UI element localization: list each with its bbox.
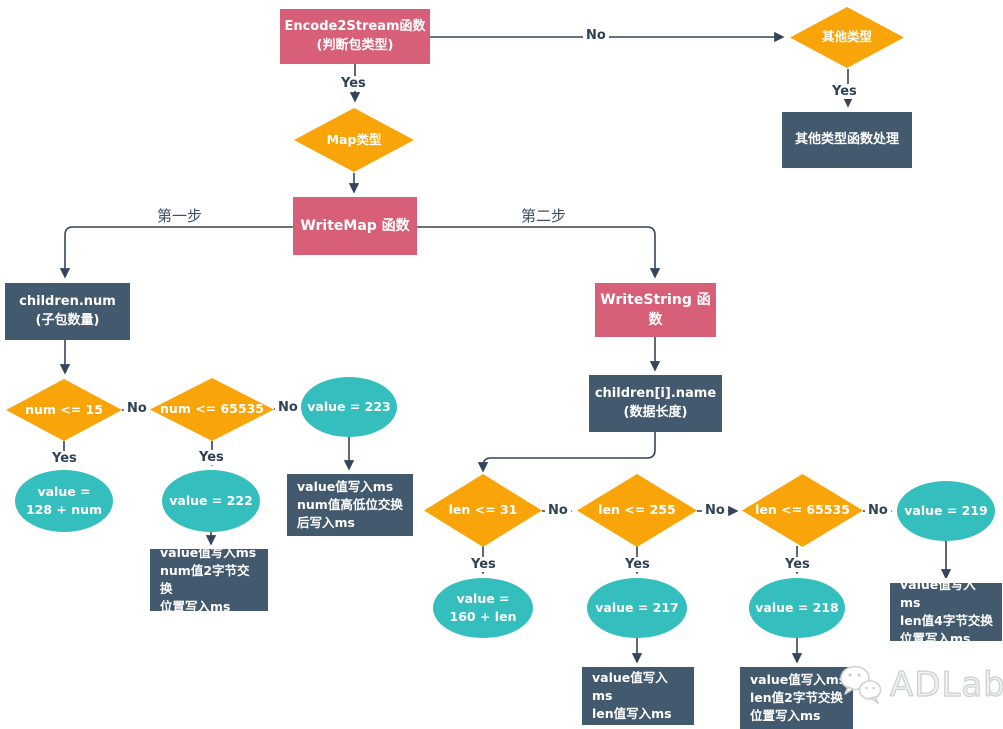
node-writestring-function: WriteString 函数 [595, 283, 716, 337]
node-value-128-plus-num: value = 128 + num [15, 470, 113, 532]
label-no-numle15: No [124, 401, 150, 416]
node-write-len-2byte-swap: value值写入ms len值2字节交换 位置写入ms [740, 667, 853, 729]
node-value-218: value = 218 [749, 578, 845, 638]
edge-writemap-step1-childrennum [59, 226, 293, 279]
node-children-num: children.num (子包数量) [5, 283, 130, 340]
node-children-i-name: children[i].name (数据长度) [589, 375, 722, 432]
node-value-160-plus-len: value = 160 + len [433, 578, 533, 638]
label-no-encode-othertype: No [583, 28, 609, 43]
label-yes-lenle31: Yes [468, 557, 499, 572]
label-no-lenle255: No [702, 503, 728, 518]
node-other-type-handler: 其他类型函数处理 [782, 112, 912, 168]
label-yes-numle65535: Yes [196, 450, 227, 465]
label-yes-othertype: Yes [829, 84, 860, 99]
edge-writemap-step2-writestring [417, 226, 661, 279]
node-write-num-2byte-swap: value值写入ms num值2字节交换 位置写入ms [150, 545, 268, 614]
label-yes-lenle65535: Yes [782, 557, 813, 572]
node-value-219: value = 219 [897, 481, 995, 541]
label-yes-encode-maptype: Yes [338, 76, 369, 91]
node-value-223: value = 223 [301, 377, 397, 437]
node-value-222: value = 222 [162, 470, 260, 532]
label-no-numle65535: No [275, 400, 301, 415]
edge-childrenname-lenle31 [477, 432, 656, 473]
adlab-watermark: ADLab [838, 663, 1003, 707]
label-yes-lenle255: Yes [622, 557, 653, 572]
adlab-watermark-text: ADLab [889, 664, 1003, 705]
node-value-217: value = 217 [587, 578, 687, 638]
label-yes-numle15: Yes [49, 451, 80, 466]
node-encode2stream: Encode2Stream函数 (判断包类型) [280, 9, 430, 64]
label-no-lenle31: No [545, 503, 571, 518]
wechat-icon [840, 665, 882, 704]
node-write-num-hilo-swap: value值写入ms num值高低位交换 后写入ms [287, 474, 413, 536]
label-step2: 第二步 [519, 205, 569, 226]
label-step1: 第一步 [155, 205, 205, 226]
label-no-lenle65535: No [865, 503, 891, 518]
node-write-len-4byte-swap: value值写入ms len值4字节交换 位置写入ms [890, 577, 1002, 646]
node-writemap-function: WriteMap 函数 [293, 197, 417, 255]
node-write-len: value值写入ms len值写入ms [582, 667, 694, 725]
